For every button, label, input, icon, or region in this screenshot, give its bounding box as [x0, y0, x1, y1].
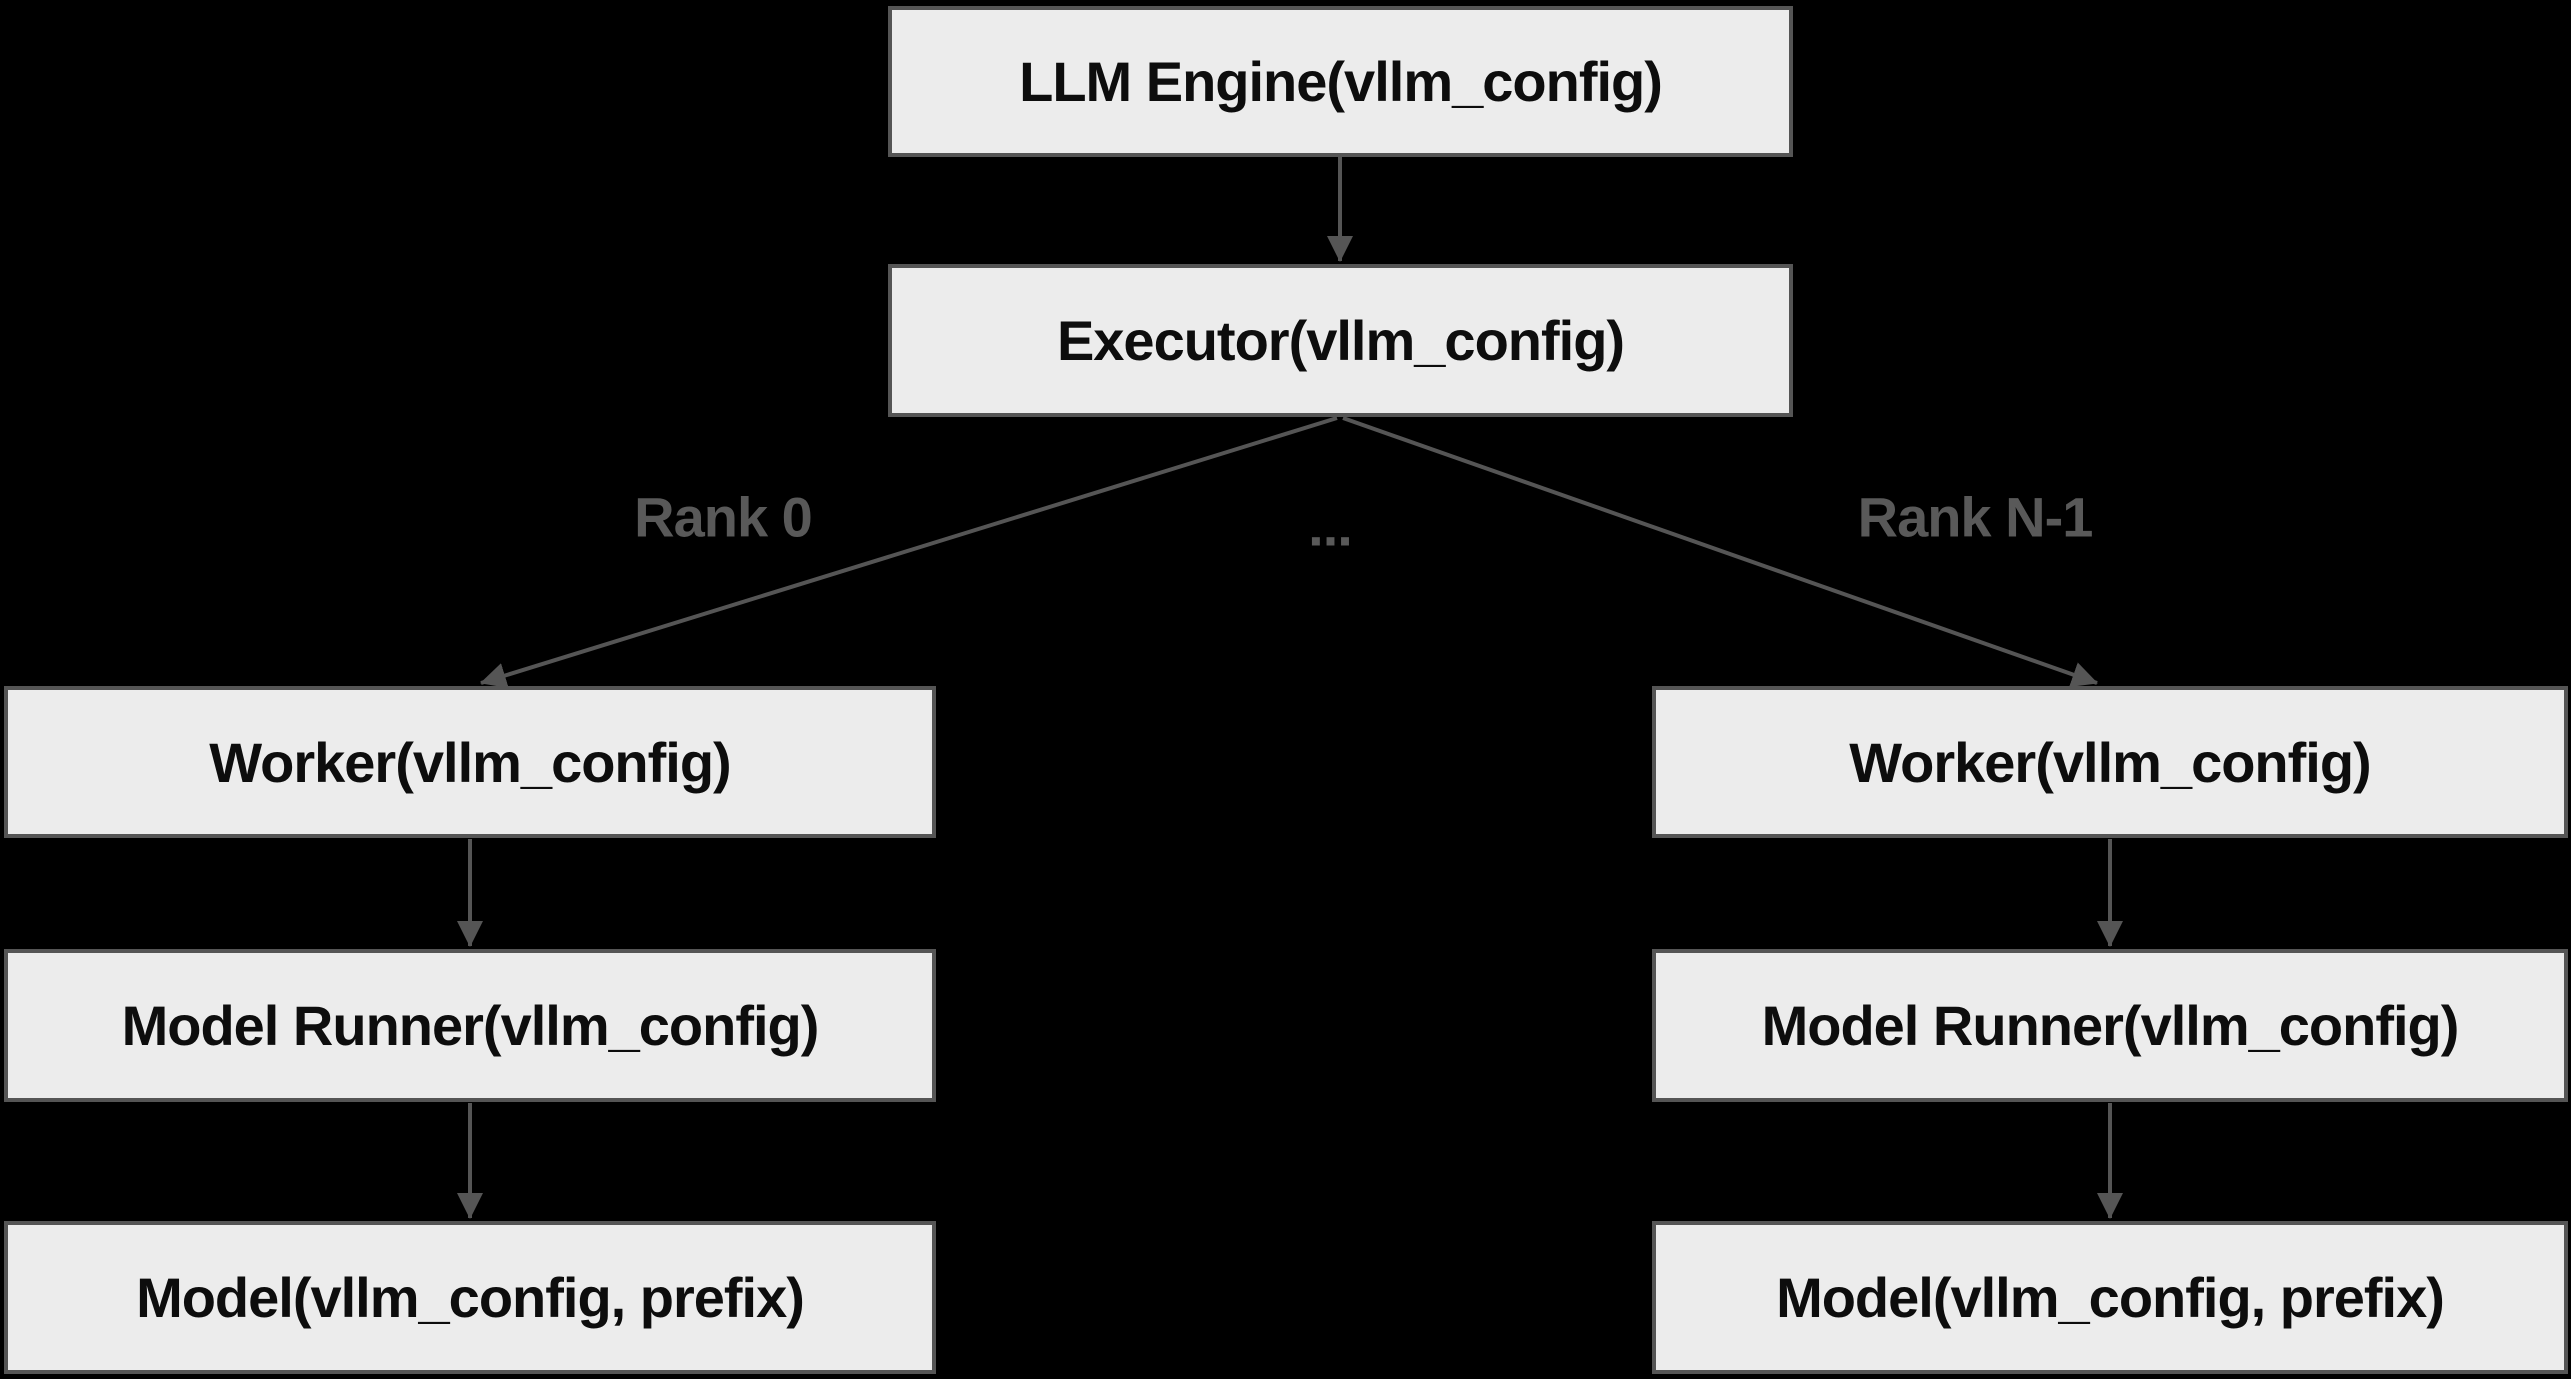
edge-label-rank-n-1: Rank N-1: [1857, 485, 2094, 549]
node-executor: Executor(vllm_config): [888, 264, 1793, 417]
edge-label-rank-0: Rank 0: [634, 485, 813, 549]
node-model-runner-rank0: Model Runner(vllm_config): [4, 949, 936, 1102]
edge-label-ellipsis: ...: [1308, 494, 1353, 558]
node-model-runner-rankn: Model Runner(vllm_config): [1652, 949, 2568, 1102]
edge-executor-to-worker-left: [480, 416, 1338, 689]
node-worker-rankn: Worker(vllm_config): [1652, 686, 2568, 838]
edge-executor-to-worker-right: [1342, 416, 2098, 687]
node-model-rank0: Model(vllm_config, prefix): [4, 1221, 936, 1374]
node-llm-engine: LLM Engine(vllm_config): [888, 6, 1793, 157]
node-model-rankn: Model(vllm_config, prefix): [1652, 1221, 2568, 1374]
node-worker-rank0: Worker(vllm_config): [4, 686, 936, 838]
